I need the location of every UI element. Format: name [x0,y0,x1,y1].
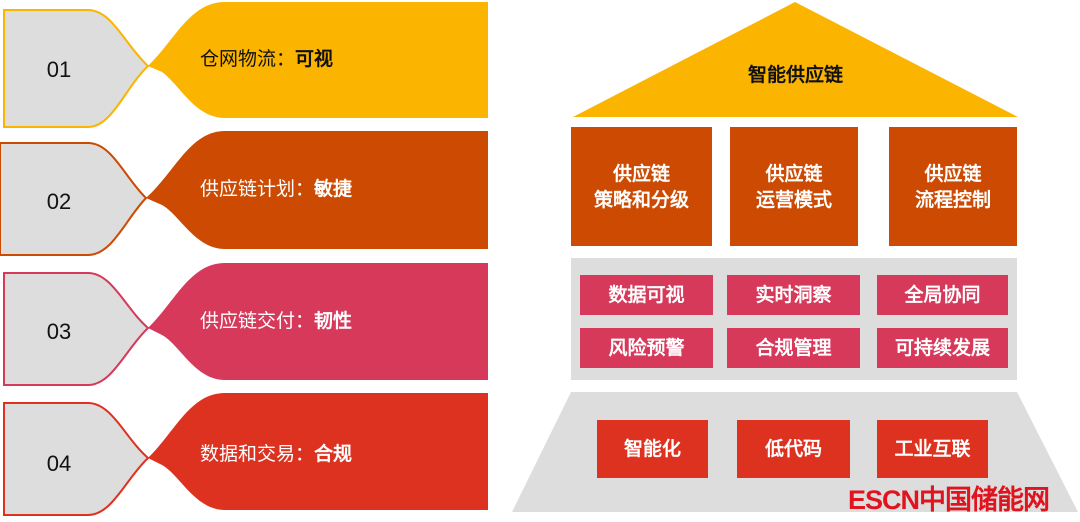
capability-box: 可持续发展 [894,337,990,359]
pillar-line: 运营模式 [755,188,832,211]
watermark-logo: ESCN中国储能网 [848,485,1050,515]
capability-box: 全局协同 [904,284,981,306]
row-number: 02 [46,189,72,214]
label-text: 供应链计划： [200,177,315,200]
foundation-box: 智能化 [623,438,681,460]
row-label: 供应链交付：韧性 [200,302,430,336]
row-1-shape [3,2,488,128]
roof-title: 智能供应链 [747,64,843,86]
row-label: 供应链计划：敏捷 [200,170,430,204]
label-highlight: 敏捷 [314,177,353,200]
pillar-line: 供应链 [765,162,823,185]
pillar-line: 供应链 [924,162,982,185]
row-number: 04 [46,451,72,476]
row-number: 01 [46,57,72,82]
foundation-box: 工业互联 [894,438,971,460]
pillar-line: 流程控制 [914,188,991,211]
pillar-line: 策略和分级 [593,188,689,211]
row-4-shape [3,393,488,516]
label-highlight: 可视 [295,47,334,70]
row-number: 03 [46,319,72,344]
pillar-process: 供应链流程控制 [889,127,1017,246]
capability-box: 数据可视 [608,284,685,306]
label-text: 数据和交易： [200,442,315,465]
foundation-box: 低代码 [764,438,822,460]
row-label: 数据和交易：合规 [200,435,430,469]
pillar-operations: 供应链运营模式 [730,127,858,246]
capability-box: 合规管理 [755,337,832,359]
row-2-shape [0,131,488,256]
row-3-shape [3,263,488,386]
label-text: 仓网物流： [200,47,296,70]
label-text: 供应链交付： [200,309,315,332]
pillar-strategy: 供应链策略和分级 [571,127,712,246]
label-highlight: 合规 [314,442,353,465]
row-label: 仓网物流：可视 [200,40,430,74]
capability-box: 风险预警 [608,337,685,359]
roof-shape [573,2,1018,117]
label-highlight: 韧性 [314,309,353,332]
capability-box: 实时洞察 [755,284,832,306]
pillar-line: 供应链 [612,162,670,185]
